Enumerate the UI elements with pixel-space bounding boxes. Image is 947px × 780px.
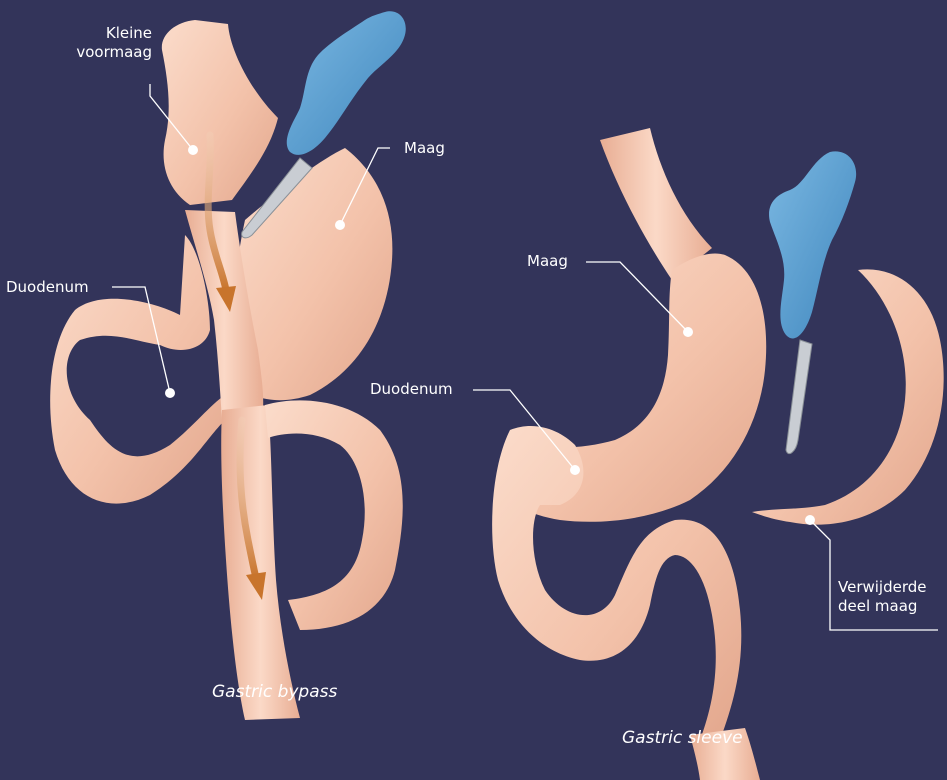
sleeve-scalpel-blade xyxy=(786,340,812,454)
label-pouch-line2: voormaag xyxy=(56,43,152,62)
label-pouch: Kleine voormaag xyxy=(56,24,152,62)
bypass-lower-limb xyxy=(221,405,300,720)
sleeve-glove-icon xyxy=(769,151,856,338)
caption-gastric-sleeve: Gastric sleeve xyxy=(622,728,743,748)
label-sleeve-duodenum: Duodenum xyxy=(370,380,453,399)
label-removed-part: Verwijderde deel maag xyxy=(838,578,927,616)
sleeve-esophagus xyxy=(600,128,712,280)
label-pouch-line1: Kleine xyxy=(56,24,152,43)
bypass-glove-icon xyxy=(287,11,406,155)
label-bypass-duodenum: Duodenum xyxy=(6,278,89,297)
bypass-duodenum xyxy=(50,235,225,504)
label-removed-line2: deel maag xyxy=(838,597,927,616)
bypass-right-loop xyxy=(265,400,403,630)
sleeve-diagram xyxy=(492,128,944,780)
label-bypass-stomach: Maag xyxy=(404,139,445,158)
caption-gastric-bypass: Gastric bypass xyxy=(212,682,337,702)
bypass-diagram xyxy=(50,11,406,720)
label-sleeve-stomach: Maag xyxy=(527,252,568,271)
label-removed-line1: Verwijderde xyxy=(838,578,927,597)
bypass-pouch xyxy=(162,20,278,205)
